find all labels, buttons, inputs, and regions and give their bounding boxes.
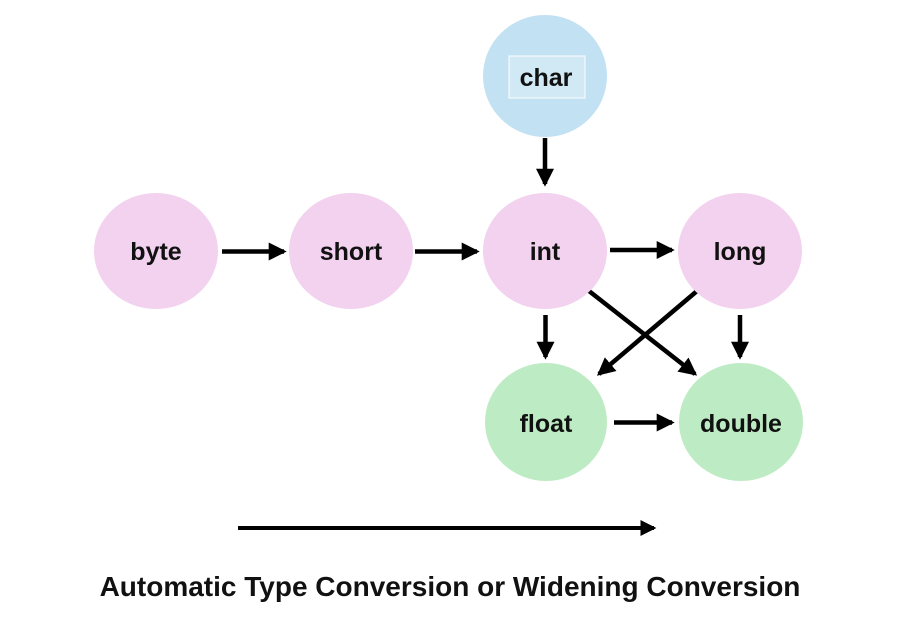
node-byte-circle [94, 193, 218, 309]
node-byte-label: byte [130, 238, 182, 266]
node-long-label: long [714, 238, 767, 266]
node-int: int [483, 193, 607, 309]
node-long-circle [678, 193, 802, 309]
node-double-label: double [700, 410, 782, 438]
edge-int-to-double [587, 289, 698, 376]
char-textbox-outline [508, 55, 586, 99]
node-short-circle [289, 193, 413, 309]
node-byte: byte [94, 193, 218, 309]
node-char-label: char [520, 64, 573, 92]
node-long: long [678, 193, 802, 309]
node-int-label: int [530, 238, 561, 266]
edge-long-to-float [596, 289, 699, 376]
node-short-label: short [320, 238, 383, 266]
node-float-circle [485, 363, 607, 481]
node-double: double [679, 363, 803, 481]
node-char: char [483, 15, 607, 137]
diagram-caption: Automatic Type Conversion or Widening Co… [99, 571, 801, 602]
node-float: float [485, 363, 607, 481]
node-double-circle [679, 363, 803, 481]
node-float-label: float [520, 410, 573, 438]
node-char-circle [483, 15, 607, 137]
node-short: short [289, 193, 413, 309]
node-int-circle [483, 193, 607, 309]
